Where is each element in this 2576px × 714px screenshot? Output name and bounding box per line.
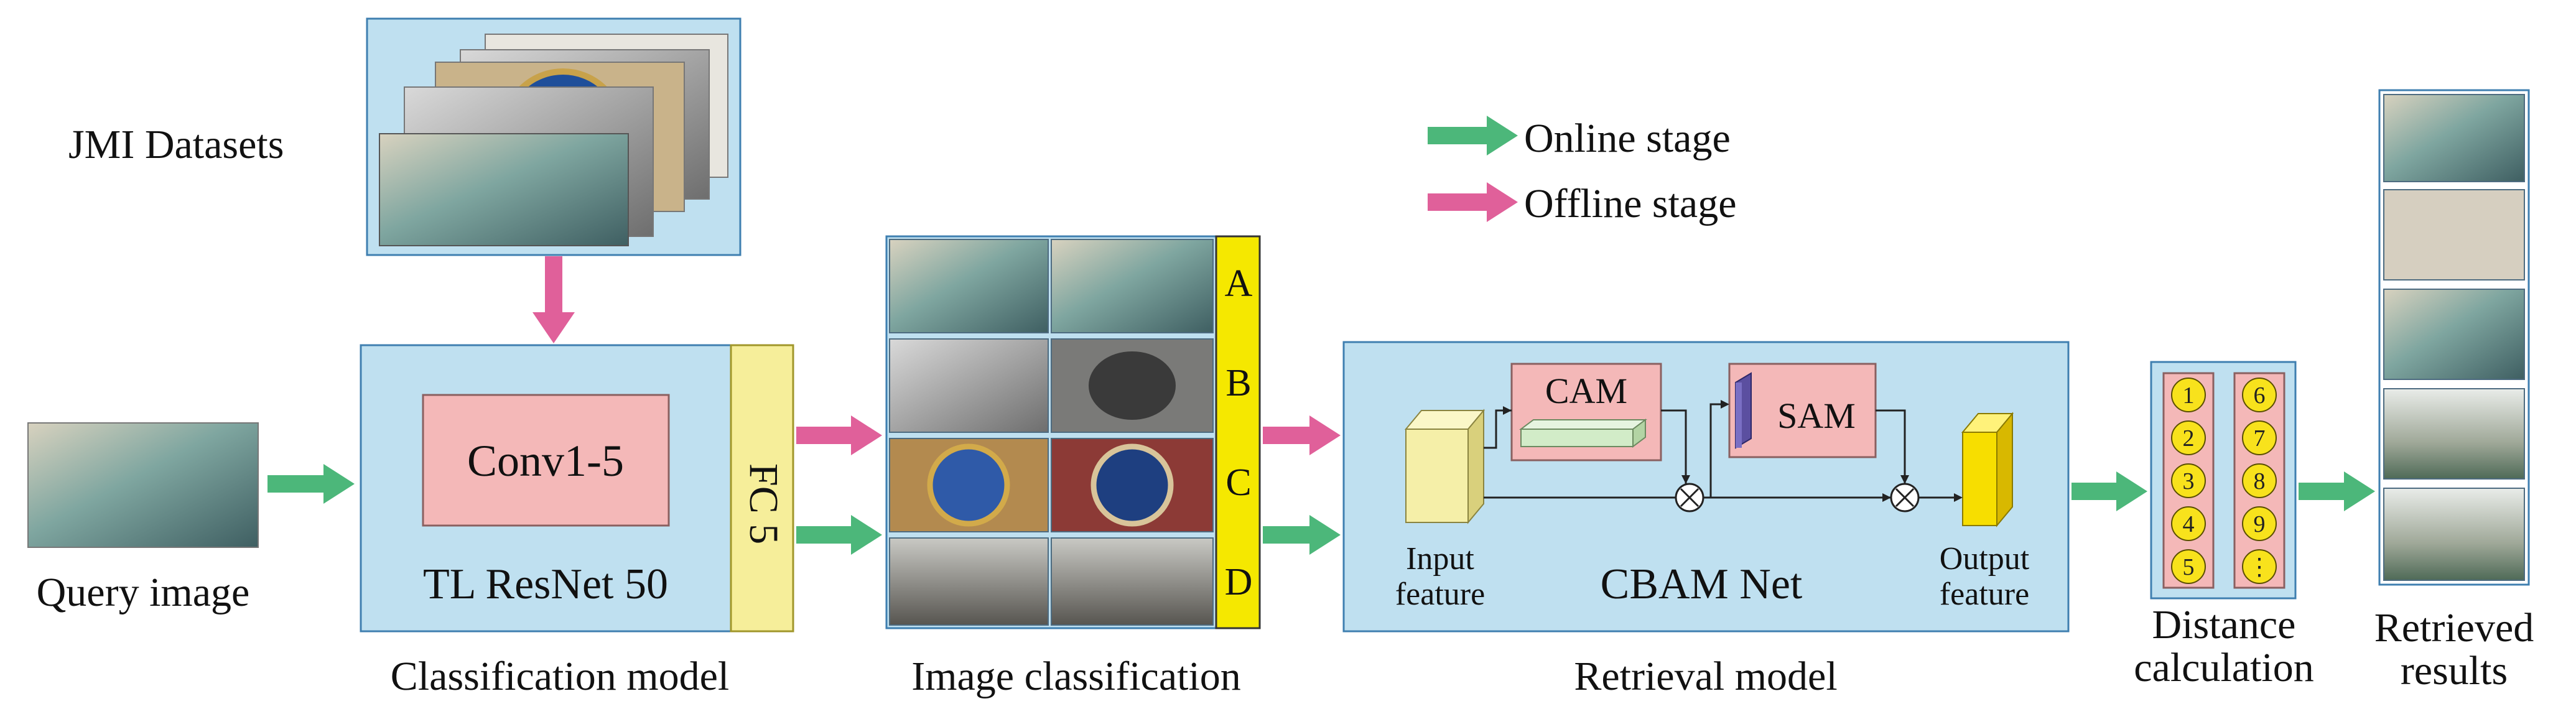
distance-right-circle bbox=[2242, 463, 2277, 498]
distance-left-number: 4 bbox=[2183, 511, 2195, 537]
online-legend-arrow bbox=[1428, 116, 1518, 155]
distance-left-circle bbox=[2171, 378, 2206, 412]
multiply-node-1 bbox=[1675, 483, 1704, 512]
query-image-label: Query image bbox=[36, 570, 250, 615]
conv-label: Conv1-5 bbox=[467, 436, 624, 486]
distance-right-number: 7 bbox=[2254, 425, 2266, 452]
offline-legend-arrow bbox=[1428, 182, 1518, 222]
multiply-node-2 bbox=[1890, 483, 1920, 512]
class-label-b: B bbox=[1225, 362, 1252, 404]
distance-right-number: 6 bbox=[2254, 382, 2266, 409]
distance-right-number: 9 bbox=[2254, 511, 2266, 537]
distance-left-circle bbox=[2171, 506, 2206, 541]
dataset-image-front bbox=[379, 133, 629, 246]
distance-right-circle bbox=[2242, 549, 2277, 584]
retrieval-model-caption: Retrieval model bbox=[1574, 654, 1838, 699]
output-feature-label: Output feature bbox=[1939, 541, 2030, 613]
distance-right-circle bbox=[2242, 506, 2277, 541]
query-image bbox=[27, 422, 259, 548]
result-image-3 bbox=[2383, 289, 2525, 380]
sam-label: SAM bbox=[1777, 396, 1856, 436]
query-to-model-arrow bbox=[267, 464, 355, 504]
distance-left-number: 3 bbox=[2183, 468, 2195, 494]
classification-model-caption: Classification model bbox=[390, 654, 730, 699]
fc-label: FC 5 bbox=[741, 463, 786, 545]
legend-online-label: Online stage bbox=[1524, 116, 1731, 161]
class-label-d: D bbox=[1224, 561, 1253, 603]
distance-right-number: ⋮ bbox=[2248, 554, 2271, 580]
input-feature-block bbox=[1405, 429, 1469, 523]
retrieval-to-distance-arrow bbox=[2071, 471, 2147, 511]
distance-left-circle bbox=[2171, 420, 2206, 455]
retrieval-model bbox=[1342, 341, 2070, 633]
legend-offline-label: Offline stage bbox=[1524, 181, 1737, 226]
datasets-label: JMI Datasets bbox=[68, 122, 284, 167]
distance-right-circle bbox=[2242, 378, 2277, 412]
image-classification-caption: Image classification bbox=[911, 654, 1241, 699]
online-to-grid-arrow bbox=[796, 515, 882, 555]
output-feature-block bbox=[1962, 432, 1997, 526]
classification-net-label: TL ResNet 50 bbox=[423, 560, 668, 608]
class-label-c: C bbox=[1225, 461, 1252, 504]
retrieval-net-label: CBAM Net bbox=[1600, 560, 1803, 608]
fc-layer bbox=[730, 344, 794, 633]
result-image-5 bbox=[2383, 488, 2525, 581]
datasets-to-model-arrow bbox=[532, 256, 575, 343]
distance-left-number: 1 bbox=[2183, 382, 2195, 409]
distance-right-circle bbox=[2242, 420, 2277, 455]
distance-right-number: 8 bbox=[2254, 468, 2266, 494]
input-feature-label: Input feature bbox=[1395, 541, 1486, 613]
datasets-panel bbox=[366, 17, 742, 256]
distance-left-number: 2 bbox=[2183, 425, 2195, 452]
image-classification-grid bbox=[885, 235, 1261, 629]
online-to-retrieval-arrow bbox=[1263, 515, 1341, 555]
results-caption: Retrieved results bbox=[2374, 605, 2534, 694]
conv-block bbox=[422, 394, 670, 527]
result-image-1 bbox=[2383, 94, 2525, 182]
sam-box bbox=[1728, 363, 1877, 458]
distance-to-results-arrow bbox=[2299, 471, 2375, 511]
class-label-a: A bbox=[1224, 262, 1253, 305]
classification-model bbox=[360, 344, 794, 633]
distance-calculation: 1 2 3 4 5 6 7 8 9 ⋮ bbox=[2150, 361, 2297, 600]
result-image-2 bbox=[2383, 189, 2525, 280]
distance-left-number: 5 bbox=[2183, 554, 2195, 580]
distance-left-circle bbox=[2171, 463, 2206, 498]
distance-left-circle bbox=[2171, 549, 2206, 584]
distance-caption: Distance calculation bbox=[2134, 602, 2314, 691]
cam-label: CAM bbox=[1545, 371, 1628, 411]
class-strip bbox=[1215, 235, 1261, 629]
retrieved-results bbox=[2378, 89, 2530, 586]
result-image-4 bbox=[2383, 388, 2525, 480]
offline-to-grid-arrow bbox=[796, 415, 882, 455]
offline-to-retrieval-arrow bbox=[1263, 415, 1341, 455]
